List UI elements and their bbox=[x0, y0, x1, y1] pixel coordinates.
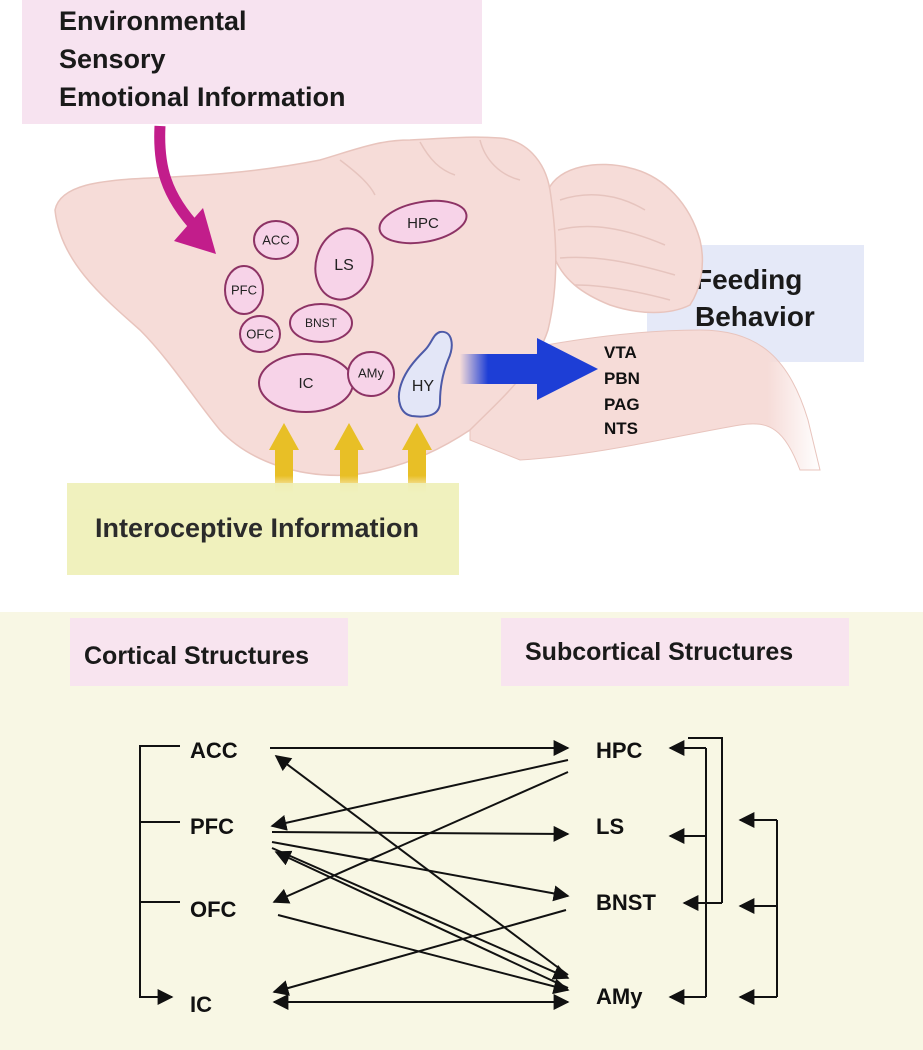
behavior-label: Behavior bbox=[695, 301, 815, 332]
region-amy: AMy bbox=[347, 351, 395, 397]
region-hy: HY bbox=[397, 330, 453, 418]
target-vta: VTA bbox=[604, 343, 637, 362]
subcortical-bracket-middle bbox=[688, 737, 723, 903]
subcortical-bnst: BNST bbox=[596, 890, 656, 915]
region-hpc: HPC bbox=[378, 199, 468, 245]
emotional-information-label: Emotional Information bbox=[59, 82, 346, 112]
edge-pfc-bnst bbox=[271, 841, 570, 902]
subcortical-amy: AMy bbox=[596, 984, 643, 1009]
region-bnst: BNST bbox=[289, 303, 353, 343]
subcortical-hpc: HPC bbox=[596, 738, 643, 763]
svg-text:ACC: ACC bbox=[262, 232, 289, 247]
edge-amy-pfc bbox=[274, 850, 569, 989]
interoceptive-info-box: Interoceptive Information bbox=[67, 483, 459, 575]
svg-text:HY: HY bbox=[412, 378, 435, 395]
region-acc: ACC bbox=[253, 220, 299, 260]
cortical-title: Cortical Structures bbox=[84, 642, 310, 670]
edge-pfc-ls bbox=[271, 825, 570, 842]
svg-text:OFC: OFC bbox=[246, 326, 273, 341]
cortical-title-box: Cortical Structures bbox=[70, 618, 348, 686]
environmental-info-box: Environmental Sensory Emotional Informat… bbox=[22, 0, 482, 124]
region-ofc: OFC bbox=[239, 315, 281, 353]
brain-illustration: ACC PFC OFC LS HPC BNST IC AMy HY bbox=[54, 125, 821, 494]
subcortical-ls: LS bbox=[596, 814, 624, 839]
region-ls: LS bbox=[314, 227, 374, 301]
target-pag: PAG bbox=[604, 395, 640, 414]
svg-text:IC: IC bbox=[299, 375, 314, 392]
cortical-acc: ACC bbox=[190, 738, 238, 763]
svg-text:HPC: HPC bbox=[407, 215, 439, 232]
edge-hpc-ofc bbox=[272, 771, 569, 904]
cortical-bracket bbox=[139, 745, 180, 998]
environmental-label: Environmental bbox=[59, 6, 247, 36]
svg-text:BNST: BNST bbox=[305, 316, 338, 330]
sensory-label: Sensory bbox=[59, 44, 166, 74]
svg-text:PFC: PFC bbox=[231, 282, 257, 297]
subcortical-title-box: Subcortical Structures bbox=[501, 618, 849, 686]
feeding-output-arrow bbox=[460, 338, 598, 400]
interoceptive-label: Interoceptive Information bbox=[95, 513, 420, 543]
svg-text:AMy: AMy bbox=[358, 365, 385, 380]
feeding-label: Feeding bbox=[695, 264, 803, 295]
target-nts: NTS bbox=[604, 419, 638, 438]
cortical-ic: IC bbox=[190, 992, 212, 1017]
edge-amy-acc bbox=[274, 755, 569, 976]
interoceptive-arrow-3 bbox=[402, 423, 432, 494]
edge-hpc-pfc bbox=[270, 759, 569, 831]
interoceptive-arrow-2 bbox=[334, 423, 364, 494]
region-pfc: PFC bbox=[224, 265, 264, 315]
edge-bnst-ic bbox=[272, 909, 567, 996]
subcortical-title: Subcortical Structures bbox=[525, 638, 794, 666]
svg-text:LS: LS bbox=[334, 257, 354, 274]
cortical-ofc: OFC bbox=[190, 897, 237, 922]
edge-pfc-amy bbox=[271, 847, 570, 980]
target-pbn: PBN bbox=[604, 369, 640, 388]
edge-ofc-amy bbox=[277, 914, 570, 995]
interoceptive-arrow-1 bbox=[269, 423, 299, 494]
environmental-input-arrow bbox=[154, 125, 216, 254]
cortical-pfc: PFC bbox=[190, 814, 234, 839]
region-ic: IC bbox=[258, 353, 354, 413]
